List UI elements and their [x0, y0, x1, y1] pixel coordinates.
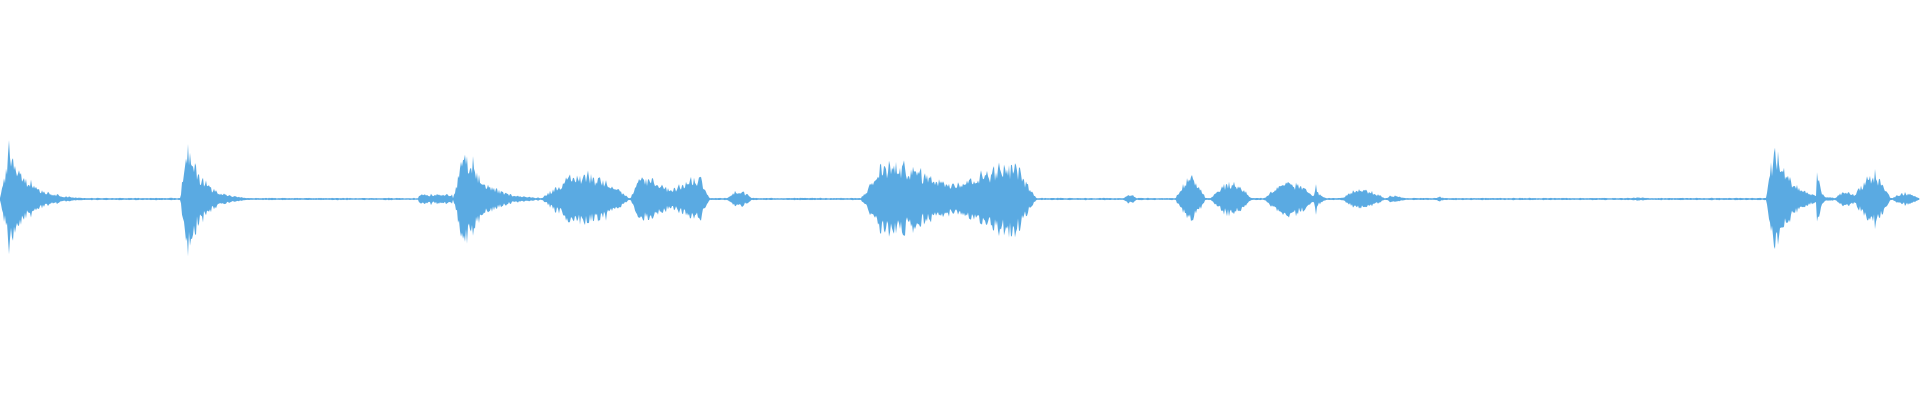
- waveform-envelope: [0, 140, 1919, 257]
